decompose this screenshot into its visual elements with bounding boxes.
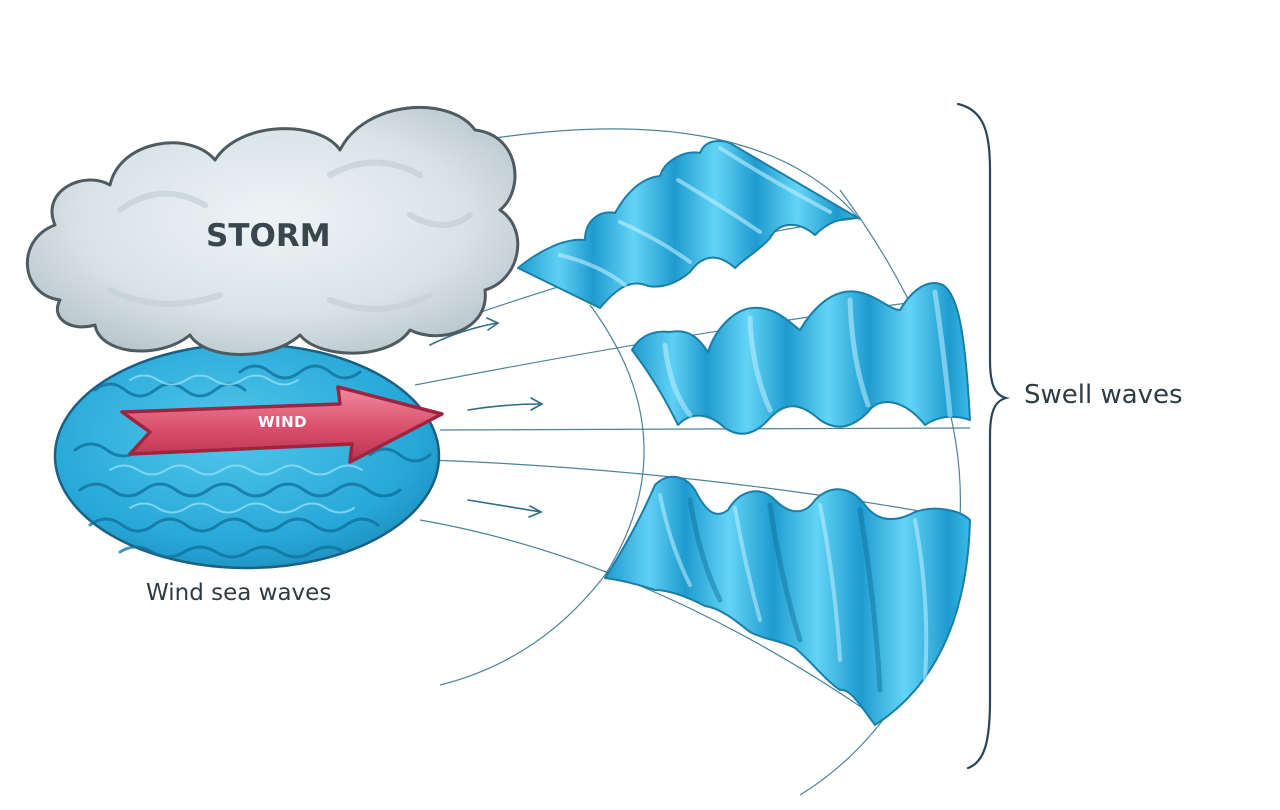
storm-cloud-icon <box>26 105 520 356</box>
storm-label: STORM <box>206 218 331 254</box>
guide-ray-top <box>494 128 861 221</box>
wind-sea-area <box>53 342 441 570</box>
swell-wave-sheet-top <box>517 140 859 309</box>
swell-wave-sheet-middle <box>631 282 971 435</box>
swell-wave-sheet-bottom <box>604 475 971 726</box>
direction-arrow-3 <box>467 499 542 513</box>
propagation-arrows <box>429 317 544 518</box>
inner-arc <box>439 304 645 686</box>
guide-ray-lower <box>419 519 881 721</box>
curly-brace-icon <box>956 102 1011 770</box>
wind-arrow-icon <box>120 385 444 464</box>
swell-waves-label: Swell waves <box>1024 380 1183 410</box>
guide-ray-center <box>439 427 971 431</box>
direction-arrow-2 <box>467 403 542 411</box>
direction-arrow-1 <box>429 322 498 346</box>
wind-sea-waves-label: Wind sea waves <box>146 580 332 606</box>
guide-ray-mid-lower <box>429 459 971 521</box>
wind-label: WIND <box>258 413 308 431</box>
